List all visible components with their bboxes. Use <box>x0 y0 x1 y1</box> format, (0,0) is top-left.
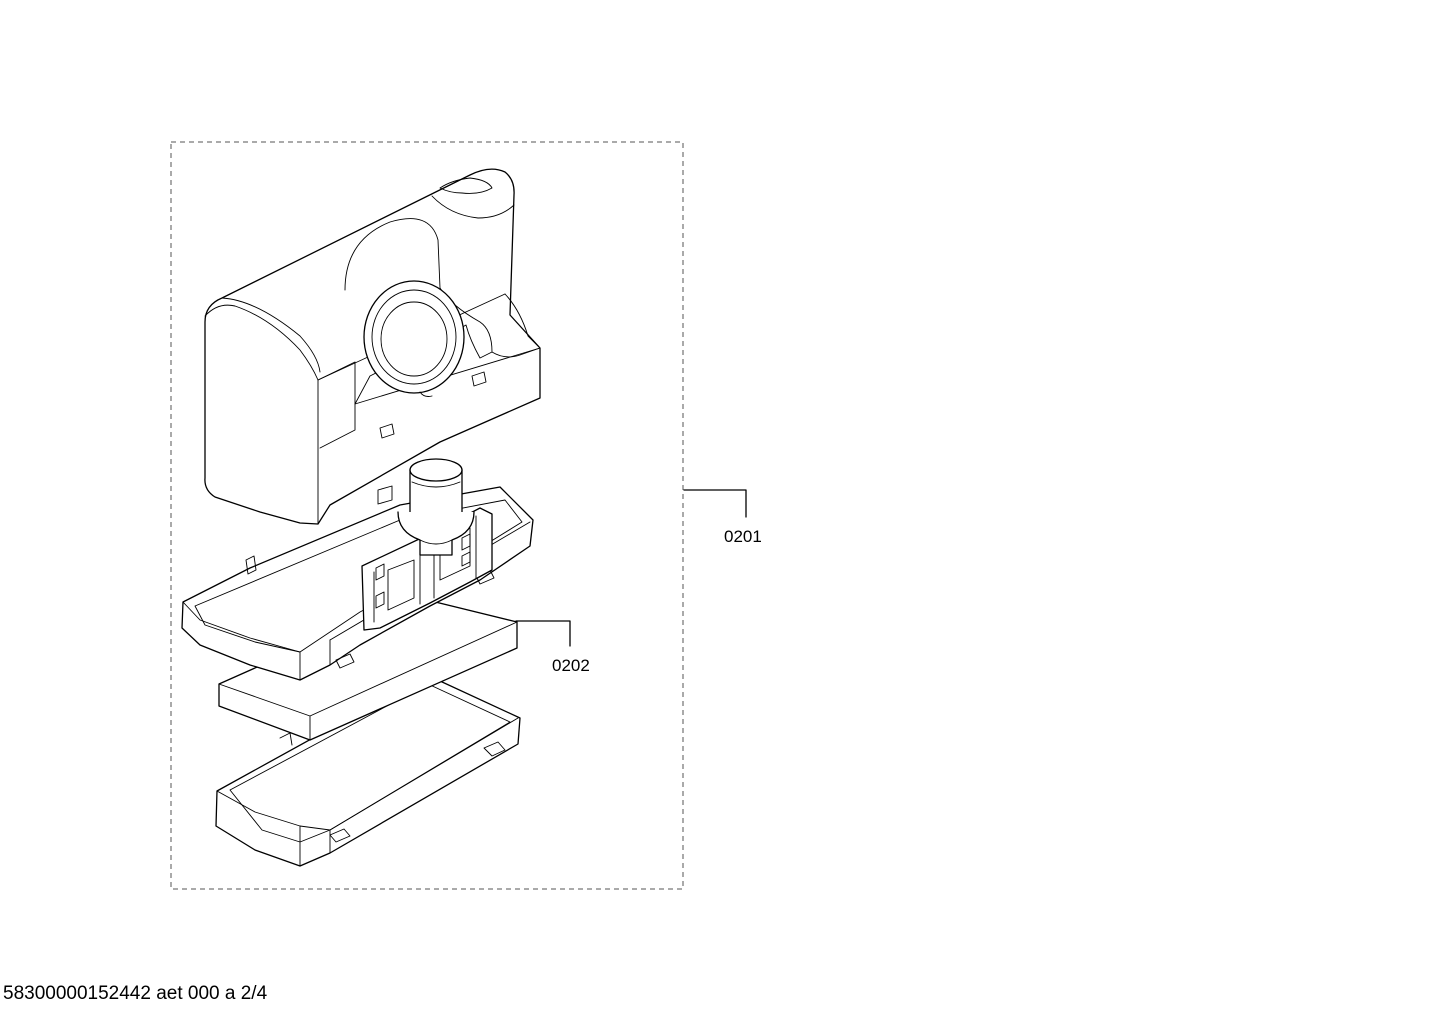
assembly-group-frame <box>170 141 684 890</box>
part-label-0202[interactable]: 0202 <box>552 656 590 675</box>
connecting-pipe <box>397 458 475 556</box>
bottom-tray <box>215 674 521 867</box>
leader-line-0202 <box>515 620 571 647</box>
part-label-0201[interactable]: 0201 <box>724 527 762 546</box>
drawing-reference-footer: 58300000152442 aet 000 a 2/4 <box>3 983 268 1004</box>
dust-container-housing <box>204 168 541 525</box>
leader-line-0201 <box>683 489 747 518</box>
